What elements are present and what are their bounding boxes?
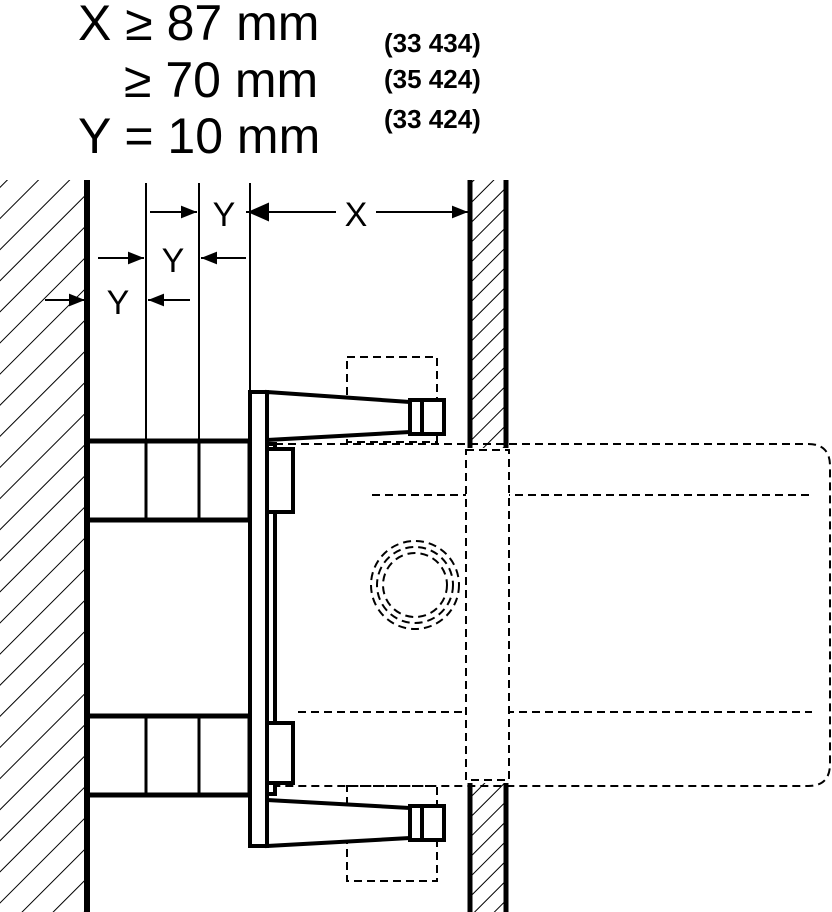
spec-block: X ≥ 87 mm ≥ 70 mm Y = 10 mm (33 434) (35…: [78, 0, 481, 164]
x-min-spec: X ≥ 87 mm: [78, 0, 319, 51]
tile-layer: [467, 180, 509, 912]
dimension-x-label: X: [345, 196, 368, 234]
y-spec: Y = 10 mm: [78, 108, 320, 164]
spacer-blocks: [84, 438, 253, 798]
dimension-y-top: [150, 202, 269, 222]
reference-lines: [145, 183, 251, 440]
wall-section: [0, 180, 90, 912]
mounting-plate: [248, 390, 295, 848]
sleeve-opening: [465, 449, 510, 781]
dimension-y-bottom-label: Y: [107, 284, 130, 322]
product-code-1: (33 434): [384, 28, 481, 58]
dimension-x: X: [252, 192, 468, 234]
product-code-2: (35 424): [384, 64, 481, 94]
dimension-y-middle-label: Y: [162, 242, 185, 280]
top-screw: [265, 389, 446, 443]
x-min-alt-spec: ≥ 70 mm: [124, 52, 318, 108]
product-code-3: (33 424): [384, 104, 481, 134]
dimension-y-top-label: Y: [213, 196, 236, 234]
bottom-screw: [265, 797, 446, 849]
